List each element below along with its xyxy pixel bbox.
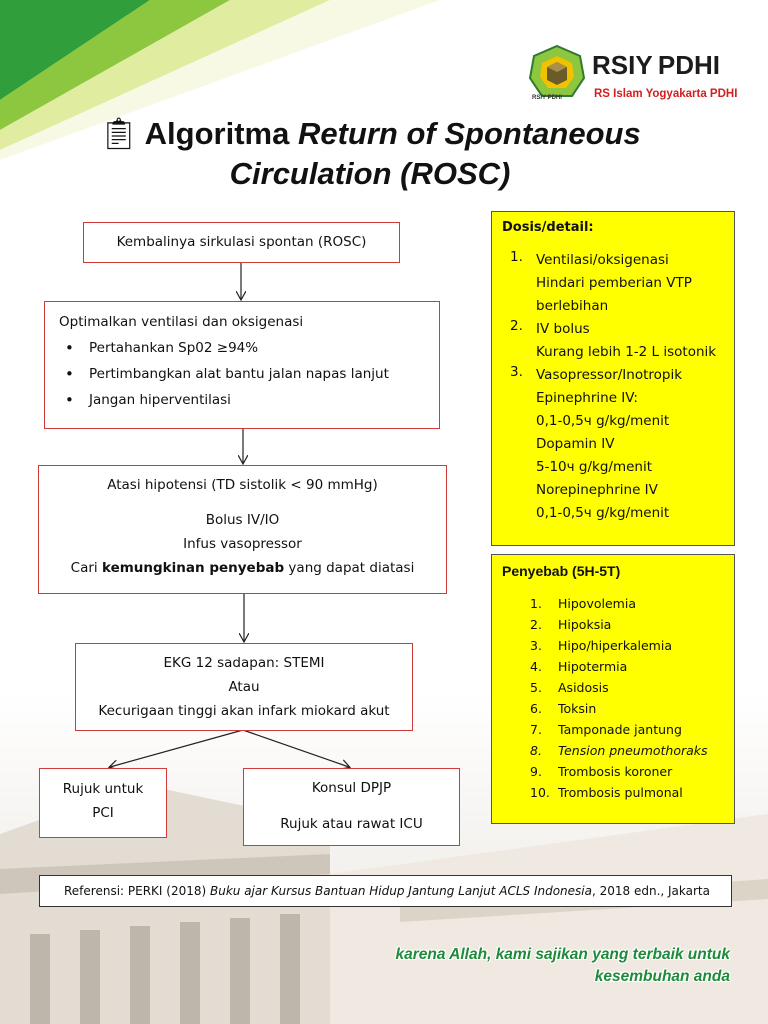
list-item: 3. Hipo/hiperkalemia: [502, 635, 724, 656]
title-line2: Circulation (ROSC): [229, 156, 511, 191]
cause-label: Hipoksia: [558, 617, 612, 632]
crescent-emblem-icon: [528, 44, 586, 97]
dosis-list: 1. Ventilasi/oksigenasi Hindari pemberia…: [502, 249, 724, 525]
list-item: Pertahankan Sp02 ≥94%: [59, 335, 439, 361]
dosis-line: IV bolus: [536, 321, 590, 337]
list-item: 10. Trombosis pulmonal: [502, 782, 724, 803]
cause-label: Hipo/hiperkalemia: [558, 638, 672, 653]
penyebab-panel: Penyebab (5H-5T) 1. Hipovolemia 2. Hipoksi…: [491, 554, 735, 824]
penyebab-header: Penyebab (5H-5T): [502, 563, 621, 579]
line3-bold: kemungkinan penyebab: [101, 560, 285, 576]
list-item: 5. Asidosis: [502, 677, 724, 698]
line3-post: yang dapat diatasi: [284, 560, 415, 576]
dosis-line: Kurang lebih 1-2 L isotonik: [536, 344, 717, 360]
dosis-line: Norepinephrine IV: [536, 482, 658, 498]
item-number: 1.: [510, 249, 523, 265]
list-item: 7. Tamponade jantung: [502, 719, 724, 740]
list-item: 2. IV bolus Kurang lebih 1-2 L isotonik: [502, 318, 724, 364]
item-number: 5.: [530, 680, 542, 695]
item-number: 10.: [530, 785, 550, 800]
item-number: 4.: [530, 659, 542, 674]
list-item: 4. Hipotermia: [502, 656, 724, 677]
list-item: Jangan hiperventilasi: [59, 387, 439, 413]
item-number: 2.: [510, 318, 523, 334]
list-item: Pertimbangkan alat bantu jalan napas lan…: [59, 361, 439, 387]
title-italic: Return of Spontaneous: [297, 116, 641, 151]
item-number: 8.: [530, 743, 542, 758]
item-number: 1.: [530, 596, 542, 611]
item-number: 2.: [530, 617, 542, 632]
cause-label: Hipovolemia: [558, 596, 636, 611]
list-item: 9. Trombosis koroner: [502, 761, 724, 782]
reference-book-title: Buku ajar Kursus Bantuan Hidup Jantung L…: [210, 884, 592, 898]
dosis-line: Hindari pemberian VTP: [536, 275, 692, 291]
hospital-brand-name: RSIY PDHI: [592, 50, 721, 80]
step-hipotensi-line3: Cari kemungkinan penyebab yang dapat dia…: [39, 556, 446, 580]
step-rosc-label: Kembalinya sirkulasi spontan (ROSC): [116, 234, 367, 250]
dosis-line: 0,1-0,5ч g/kg/menit: [536, 413, 670, 429]
step-konsul-line1: Konsul DPJP: [311, 780, 392, 796]
hospital-tagline: karena Allah, kami sajikan yang terbaik …: [290, 944, 730, 988]
dosis-line: Ventilasi/oksigenasi: [536, 252, 669, 268]
cause-label: Tension pneumothoraks: [558, 743, 708, 758]
arrow-4-5: [110, 729, 244, 767]
dosis-line: 5-10ч g/kg/menit: [536, 459, 653, 475]
step-rosc: Kembalinya sirkulasi spontan (ROSC): [83, 222, 400, 263]
cause-label: Asidosis: [558, 680, 609, 695]
step-konsul-line2: Rujuk atau rawat ICU: [280, 816, 423, 832]
title-prefix: Algoritma: [144, 116, 290, 151]
line3-pre: Cari: [70, 560, 102, 576]
step-ekg-line1: EKG 12 sadapan: STEMI: [163, 655, 325, 671]
page-title: 📋︎Algoritma Return of Spontaneous Circul…: [60, 114, 680, 194]
step-hipotensi: Atasi hipotensi (TD sistolik < 90 mmHg) …: [38, 465, 447, 594]
tagline-line2: kesembuhan anda: [594, 968, 730, 985]
hospital-logo: RSIY PDHI RSIY PDHI RS Islam Yogyakarta …: [528, 44, 748, 110]
step-ekg-line2: Atau: [228, 679, 260, 695]
reference-post: , 2018 edn., Jakarta: [591, 884, 710, 898]
step-ekg-line3: Kecurigaan tinggi akan infark miokard ak…: [98, 703, 390, 719]
list-item: 3. Vasopressor/Inotropik Epinephrine IV:…: [502, 364, 724, 525]
item-number: 3.: [510, 364, 523, 380]
dosis-detail-panel: Dosis/detail: 1. Ventilasi/oksigenasi Hi…: [491, 211, 735, 546]
item-number: 6.: [530, 701, 542, 716]
step-rujuk-line1: Rujuk untuk: [62, 781, 144, 797]
list-item: 1. Ventilasi/oksigenasi Hindari pemberia…: [502, 249, 724, 318]
reference-box: Referensi: PERKI (2018) Buku ajar Kursus…: [39, 875, 732, 907]
cause-label: Toksin: [558, 701, 597, 716]
step-rujuk-pci: Rujuk untuk PCI: [39, 768, 167, 838]
item-number: 7.: [530, 722, 542, 737]
list-item: 2. Hipoksia: [502, 614, 724, 635]
step-ventilasi-head: Optimalkan ventilasi dan oksigenasi: [59, 314, 304, 330]
item-number: 3.: [530, 638, 542, 653]
clipboard-icon: 📋︎: [99, 116, 139, 151]
hospital-subtitle: RS Islam Yogyakarta PDHI: [594, 88, 738, 100]
cause-label: Hipotermia: [558, 659, 628, 674]
step-ventilasi: Optimalkan ventilasi dan oksigenasi Pert…: [44, 301, 440, 429]
tagline-line1: karena Allah, kami sajikan yang terbaik …: [395, 946, 730, 963]
list-item: 6. Toksin: [502, 698, 724, 719]
step-ekg: EKG 12 sadapan: STEMI Atau Kecurigaan ti…: [75, 643, 413, 731]
cause-label: Tamponade jantung: [558, 722, 682, 737]
step-rujuk-line2: PCI: [92, 805, 114, 821]
step-ventilasi-list: Pertahankan Sp02 ≥94% Pertimbangkan alat…: [59, 335, 439, 413]
item-number: 9.: [530, 764, 542, 779]
dosis-line: Vasopressor/Inotropik: [536, 367, 683, 383]
cause-label: Trombosis pulmonal: [558, 785, 683, 800]
reference-pre: Referensi: PERKI (2018): [64, 884, 210, 898]
dosis-line: berlebihan: [536, 298, 609, 314]
dosis-line: Epinephrine IV:: [536, 390, 638, 406]
dosis-line: Dopamin IV: [536, 436, 615, 452]
dosis-header: Dosis/detail:: [502, 220, 594, 235]
arrow-4-6: [242, 729, 349, 767]
step-hipotensi-head: Atasi hipotensi (TD sistolik < 90 mmHg): [107, 477, 378, 493]
cause-label: Trombosis koroner: [558, 764, 673, 779]
penyebab-list: 1. Hipovolemia 2. Hipoksia 3. Hipo/hiperkal…: [502, 593, 724, 803]
step-konsul-dpjp: Konsul DPJP Rujuk atau rawat ICU: [243, 768, 460, 846]
step-hipotensi-line2: Infus vasopressor: [183, 536, 302, 552]
step-hipotensi-line1: Bolus IV/IO: [205, 512, 280, 528]
list-item: 8. Tension pneumothoraks: [502, 740, 724, 761]
list-item: 1. Hipovolemia: [502, 593, 724, 614]
emblem-caption: RSIY PDHI: [532, 95, 562, 101]
dosis-line: 0,1-0,5ч g/kg/menit: [536, 505, 670, 521]
